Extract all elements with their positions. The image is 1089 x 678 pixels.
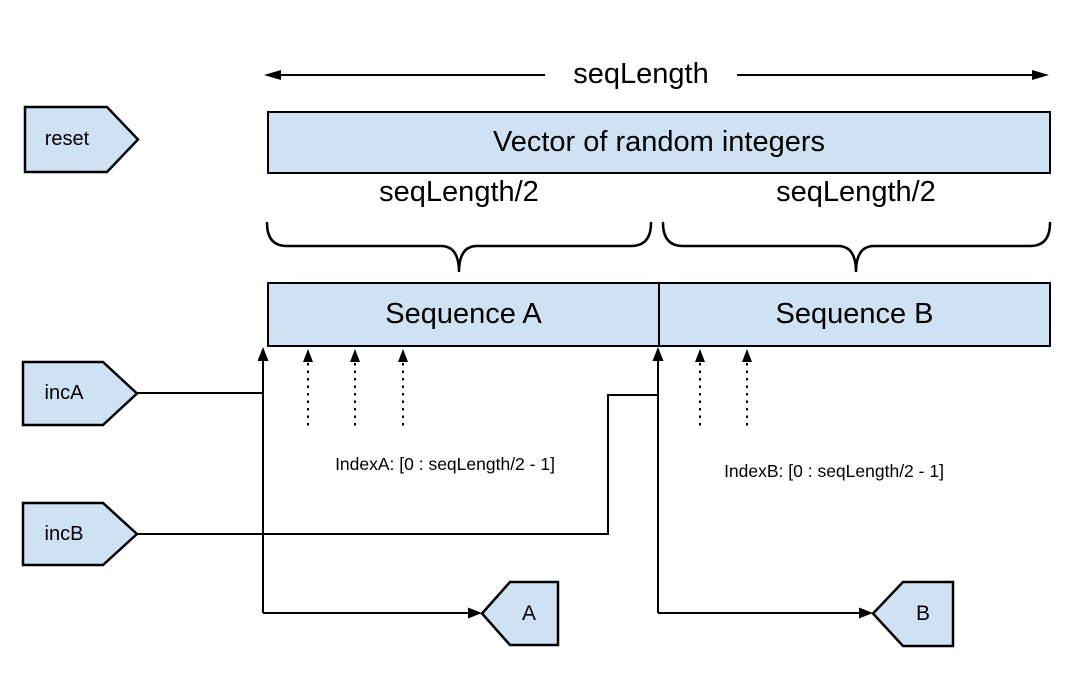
incb-connector: [137, 358, 860, 614]
left-half-label: seqLength/2: [379, 175, 539, 208]
seqlength-label: seqLength: [573, 57, 709, 90]
reset-port-label: reset: [44, 128, 90, 150]
incb-port-shape: [21, 501, 139, 567]
index-b-dotted-arrows: [695, 349, 752, 429]
out-a-port-shape: [480, 580, 560, 647]
vector-box: Vector of random integers: [267, 111, 1051, 174]
sequence-b-box: Sequence B: [660, 284, 1049, 345]
index-a-label: IndexA: [0 : seqLength/2 - 1]: [335, 453, 555, 474]
sequence-b-label: Sequence B: [775, 298, 934, 330]
out-b-arrowhead: [859, 607, 873, 619]
sequence-a-label: Sequence A: [385, 298, 542, 330]
index-a-dotted-arrows: [303, 349, 408, 429]
incb-port-label: incB: [44, 522, 84, 545]
left-half-brace: [265, 221, 653, 273]
inca-up-arrowhead: [257, 347, 269, 361]
inca-port-label: incA: [44, 382, 84, 404]
incb-up-arrowhead: [652, 347, 664, 361]
seqlength-dimension-arrow: [264, 70, 1049, 80]
out-b-port-label: B: [915, 602, 930, 625]
sequence-row: Sequence A Sequence B: [267, 282, 1051, 347]
right-half-brace: [661, 221, 1052, 273]
vector-box-label: Vector of random integers: [492, 126, 826, 158]
inca-port-shape: [21, 360, 139, 427]
index-b-label: IndexB: [0 : seqLength/2 - 1]: [724, 460, 944, 481]
out-b-port-shape: [871, 580, 955, 648]
right-half-label: seqLength/2: [776, 175, 936, 208]
reset-port-shape: [23, 105, 140, 174]
sequence-a-box: Sequence A: [269, 284, 660, 345]
out-a-port-label: A: [521, 601, 536, 625]
out-a-arrowhead: [468, 607, 482, 619]
inca-connector: [137, 358, 469, 614]
